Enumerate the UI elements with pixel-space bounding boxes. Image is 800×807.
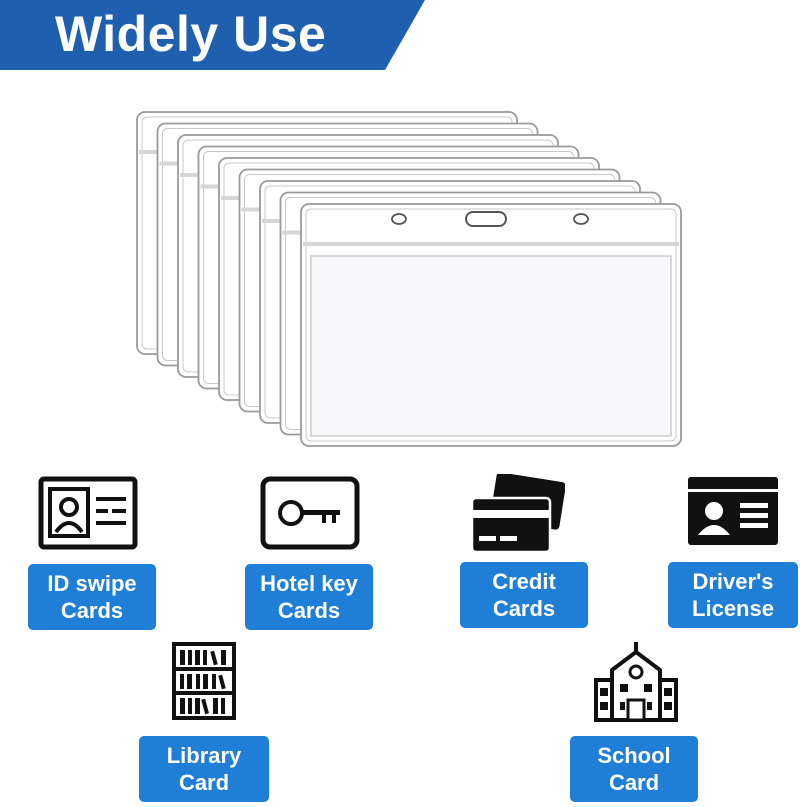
id-card-icon: [38, 476, 138, 550]
credit-cards-icon: [470, 474, 565, 554]
sleeve: [300, 203, 682, 447]
hotel-key-icon: [260, 476, 360, 550]
school-building-icon: [594, 642, 678, 722]
drivers-license-icon: [688, 477, 778, 545]
clear-badge-holder-stack-icon: [136, 111, 682, 447]
banner-title: Widely Use: [55, 6, 327, 62]
bookshelf-icon: [172, 642, 236, 720]
banner: [0, 0, 425, 70]
